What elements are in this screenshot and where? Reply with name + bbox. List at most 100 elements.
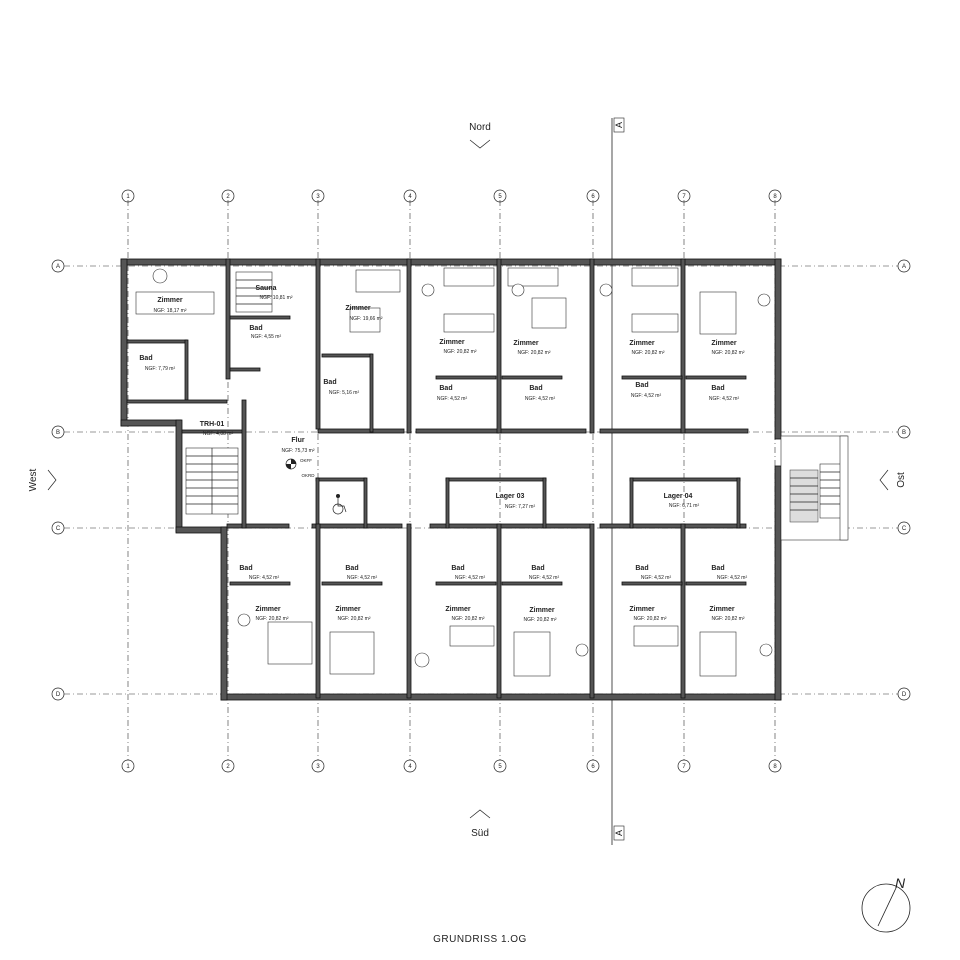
svg-text:3: 3 — [316, 194, 320, 200]
partition-walls — [126, 258, 747, 699]
room-name: Zimmer — [629, 340, 655, 347]
stairs-east — [780, 435, 849, 541]
svg-text:3: 3 — [316, 764, 320, 770]
column-bubbles-bottom: 1 2 3 4 5 6 7 8 — [121, 759, 782, 773]
room-name: Bad — [451, 565, 464, 572]
flur-level-marker: OKFF OKRD — [285, 458, 315, 478]
room-area: NGF: 18,17 m² — [153, 308, 186, 314]
section-label-bottom: A — [614, 830, 624, 836]
room-area: NGF: 20,82 m² — [255, 616, 288, 622]
room-area: NGF: 5,16 m² — [329, 390, 360, 396]
room-area: NGF: 75,73 m² — [281, 448, 314, 454]
room-area: NGF: 4,52 m² — [529, 575, 560, 581]
svg-text:6: 6 — [591, 194, 595, 200]
direction-east: Ost — [896, 472, 907, 488]
room-area: NGF: 7,27 m² — [505, 504, 536, 510]
section-label-top: A — [614, 122, 624, 128]
svg-text:5: 5 — [498, 764, 502, 770]
room-name: Bad — [249, 325, 262, 332]
room-name: Bad — [635, 565, 648, 572]
room-area: NGF: 4,52 m² — [437, 396, 468, 402]
svg-text:OKRD: OKRD — [301, 473, 315, 478]
room-area: NGF: 4,88 m² — [203, 431, 234, 437]
room-name: Zimmer — [709, 606, 735, 613]
room-area: NGF: 4,52 m² — [455, 575, 486, 581]
svg-text:4: 4 — [408, 764, 412, 770]
column-bubbles-top: 1 2 3 4 5 6 7 8 — [121, 189, 782, 203]
svg-text:C: C — [56, 526, 61, 532]
west-chevron — [47, 469, 57, 491]
room-name: Sauna — [255, 285, 276, 292]
south-chevron — [469, 809, 491, 819]
room-name: Zimmer — [255, 606, 281, 613]
svg-text:2: 2 — [226, 764, 230, 770]
svg-text:4: 4 — [408, 194, 412, 200]
room-area: NGF: 4,52 m² — [717, 575, 748, 581]
room-area: NGF: 20,82 m² — [337, 616, 370, 622]
room-area: NGF: 10,81 m² — [259, 295, 292, 301]
svg-text:D: D — [56, 692, 61, 698]
room-name: Bad — [711, 385, 724, 392]
svg-text:5: 5 — [498, 194, 502, 200]
room-name: Zimmer — [513, 340, 539, 347]
row-bubbles: A B C D A B C D — [51, 259, 911, 701]
svg-text:D: D — [902, 692, 907, 698]
room-area: NGF: 20,82 m² — [711, 616, 744, 622]
room-area: NGF: 20,82 m² — [633, 616, 666, 622]
room-name: Zimmer — [629, 606, 655, 613]
room-area: NGF: 19,66 m² — [349, 316, 382, 322]
room-name: Lager 04 — [664, 493, 693, 500]
room-name: Zimmer — [335, 606, 361, 613]
wheelchair-icon — [332, 494, 347, 515]
north-chevron — [469, 139, 491, 149]
room-area: NGF: 4,52 m² — [347, 575, 378, 581]
room-name: Bad — [531, 565, 544, 572]
stairs-west — [185, 447, 239, 515]
room-name: TRH-01 — [200, 421, 225, 428]
direction-south: Süd — [471, 828, 489, 839]
room-name: Zimmer — [439, 339, 465, 346]
svg-text:8: 8 — [773, 194, 777, 200]
room-area: NGF: 4,52 m² — [525, 396, 556, 402]
svg-text:6: 6 — [591, 764, 595, 770]
room-name: Zimmer — [711, 340, 737, 347]
room-area: NGF: 4,52 m² — [641, 575, 672, 581]
svg-text:B: B — [902, 430, 906, 436]
room-area: NGF: 7,79 m² — [145, 366, 176, 372]
svg-text:2: 2 — [226, 194, 230, 200]
section-line-a: A A — [611, 117, 625, 845]
room-name: Bad — [139, 355, 152, 362]
room-name: Zimmer — [445, 606, 471, 613]
room-name: Bad — [323, 379, 336, 386]
svg-text:7: 7 — [682, 764, 686, 770]
room-name: Lager 03 — [496, 493, 525, 500]
svg-text:A: A — [902, 264, 906, 270]
room-name: Bad — [439, 385, 452, 392]
svg-text:A: A — [56, 264, 60, 270]
room-area: NGF: 20,82 m² — [443, 349, 476, 355]
north-arrow-icon: N — [861, 875, 911, 933]
drawing-title: GRUNDRISS 1.OG — [433, 934, 527, 945]
room-area: NGF: 6,71 m² — [669, 503, 700, 509]
svg-text:8: 8 — [773, 764, 777, 770]
room-area: NGF: 4,52 m² — [709, 396, 740, 402]
svg-text:N: N — [895, 875, 906, 891]
svg-text:C: C — [902, 526, 907, 532]
room-area: NGF: 4,52 m² — [249, 575, 280, 581]
direction-west: West — [28, 468, 39, 491]
room-area: NGF: 20,82 m² — [451, 616, 484, 622]
room-name: Flur — [291, 437, 304, 444]
room-name: Zimmer — [529, 607, 555, 614]
room-area: NGF: 20,82 m² — [631, 350, 664, 356]
furniture — [135, 267, 773, 677]
east-chevron — [879, 469, 889, 491]
room-area: NGF: 4,52 m² — [631, 393, 662, 399]
room-area: NGF: 20,82 m² — [517, 350, 550, 356]
room-name: Zimmer — [345, 305, 371, 312]
room-area: NGF: 4,55 m² — [251, 334, 282, 340]
room-area: NGF: 20,82 m² — [711, 350, 744, 356]
room-name: Zimmer — [157, 297, 183, 304]
room-name: Bad — [711, 565, 724, 572]
room-name: Bad — [345, 565, 358, 572]
